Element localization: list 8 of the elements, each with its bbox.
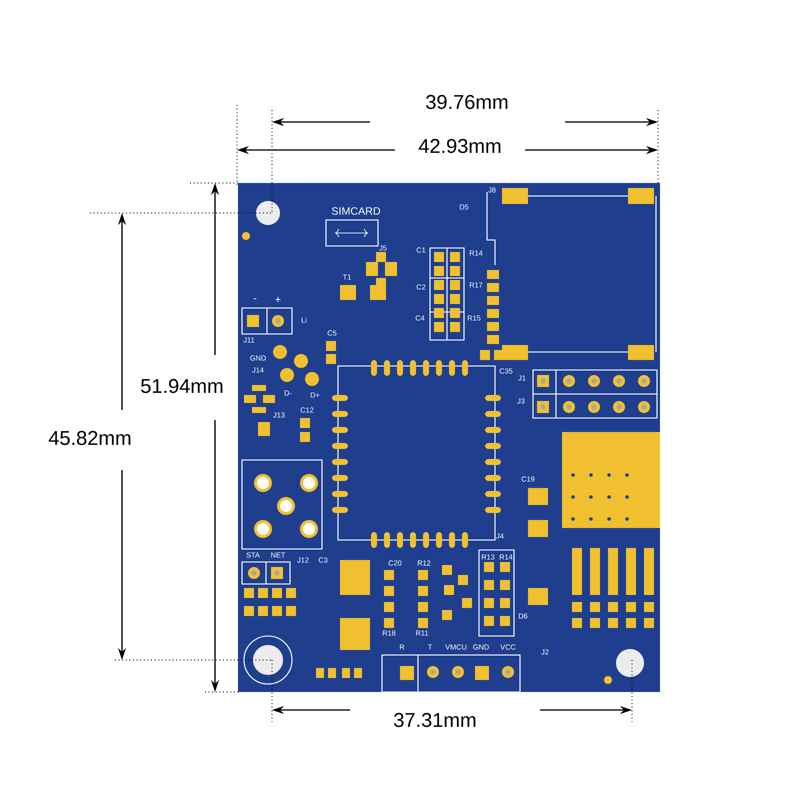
silkscreen-label: - [254, 298, 256, 300]
silkscreen-label: SIMCARD [332, 207, 380, 215]
dimension-label: 51.94mm [141, 378, 222, 394]
dimension-label: 45.82mm [48, 430, 130, 446]
dimension-label: 37.31mm [394, 712, 476, 728]
dimension-label: 39.76mm [426, 94, 508, 110]
silkscreen-label: + [275, 296, 281, 302]
dimension-label: 42.93mm [418, 138, 500, 154]
